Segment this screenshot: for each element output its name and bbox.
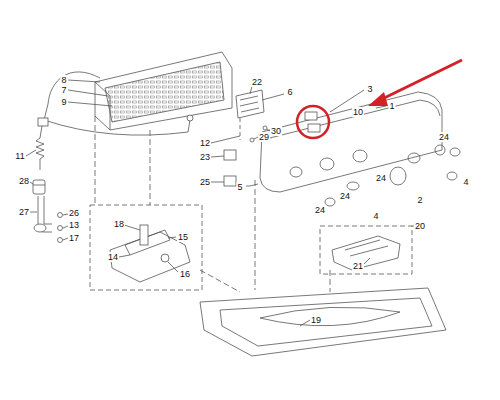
callout-number: 4 [462, 177, 469, 187]
callout-number: 7 [60, 85, 67, 95]
callout-number: 25 [199, 177, 211, 187]
callout-number: 16 [179, 269, 191, 279]
callout-number: 17 [68, 233, 80, 243]
callout-number: 3 [366, 84, 373, 94]
callout-number: 30 [270, 126, 282, 136]
callout-number: 15 [177, 232, 189, 242]
callout-number: 21 [352, 261, 364, 271]
callout-number: 24 [438, 132, 450, 142]
callout-number: 18 [113, 219, 125, 229]
callout-number: 24 [314, 205, 326, 215]
callout-number: 11 [14, 151, 25, 161]
callout-number: 2 [416, 195, 423, 205]
callout-number: 24 [339, 191, 351, 201]
callout-number: 14 [107, 252, 119, 262]
callout-number: 6 [286, 87, 293, 97]
callout-number: 26 [68, 208, 80, 218]
callout-number: 20 [414, 221, 426, 231]
callout-number: 10 [352, 107, 364, 117]
callout-number: 9 [60, 97, 67, 107]
callout-number: 13 [68, 220, 80, 230]
callout-number: 27 [18, 207, 30, 217]
callout-number: 19 [310, 315, 322, 325]
callout-number: 23 [199, 152, 211, 162]
callout-number: 1 [388, 101, 395, 111]
callout-number: 29 [258, 132, 270, 142]
callout-number: 4 [372, 211, 379, 221]
callout-number: 24 [375, 173, 387, 183]
callout-number: 22 [251, 77, 263, 87]
callout-number: 5 [236, 182, 243, 192]
callout-number: 12 [199, 138, 211, 148]
callout-number: 28 [18, 176, 30, 186]
callout-number: 8 [60, 75, 67, 85]
